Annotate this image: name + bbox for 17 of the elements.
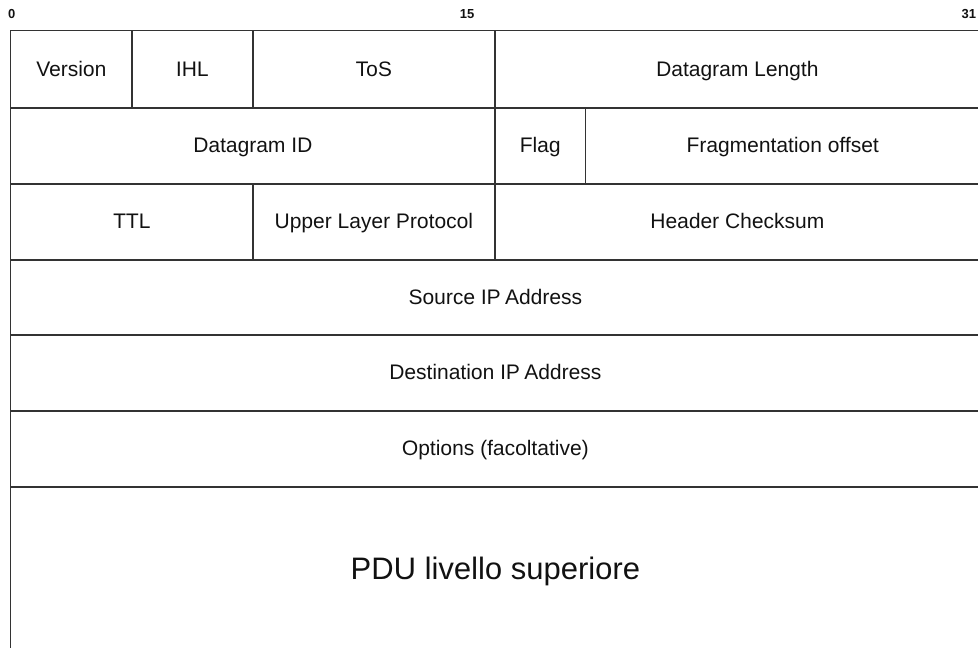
field-name: Datagram Length	[656, 56, 818, 82]
field-name: ToS	[354, 56, 393, 82]
field-name: Header Checksum	[650, 209, 824, 234]
field-name: Flag	[518, 133, 562, 158]
field-name: IHL	[174, 56, 210, 82]
field-name: Fragmentation offset	[686, 133, 879, 158]
field-name: Datagram ID	[193, 133, 312, 158]
field-name: Destination IP Address	[389, 360, 602, 386]
field-name: TTL	[112, 209, 152, 234]
bit-number: 15	[460, 6, 474, 21]
field-name: Options (facoltative)	[402, 436, 589, 462]
field-name: Version	[35, 56, 108, 82]
bit-number: 0	[8, 6, 16, 21]
field-name: Upper Layer Protocol	[274, 209, 474, 234]
field-name: Source IP Address	[408, 284, 582, 310]
payload-label: PDU livello superiore	[350, 550, 640, 587]
bit-number: 31	[962, 6, 976, 21]
